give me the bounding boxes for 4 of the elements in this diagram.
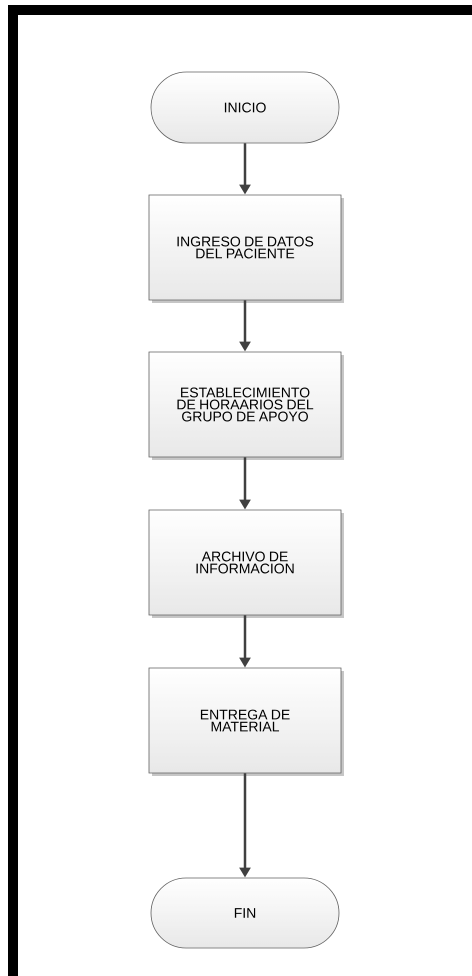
process-box: ENTREGA DE MATERIAL [148, 668, 344, 776]
process-box: INGRESO DE DATOS DEL PACIENTE [148, 194, 344, 303]
process-box: ESTABLECIMIENTO DE HORAARIOS DEL GRUPO DE APOYO [148, 352, 344, 460]
process-box: ARCHIVO DE INFORMACION [148, 510, 344, 618]
